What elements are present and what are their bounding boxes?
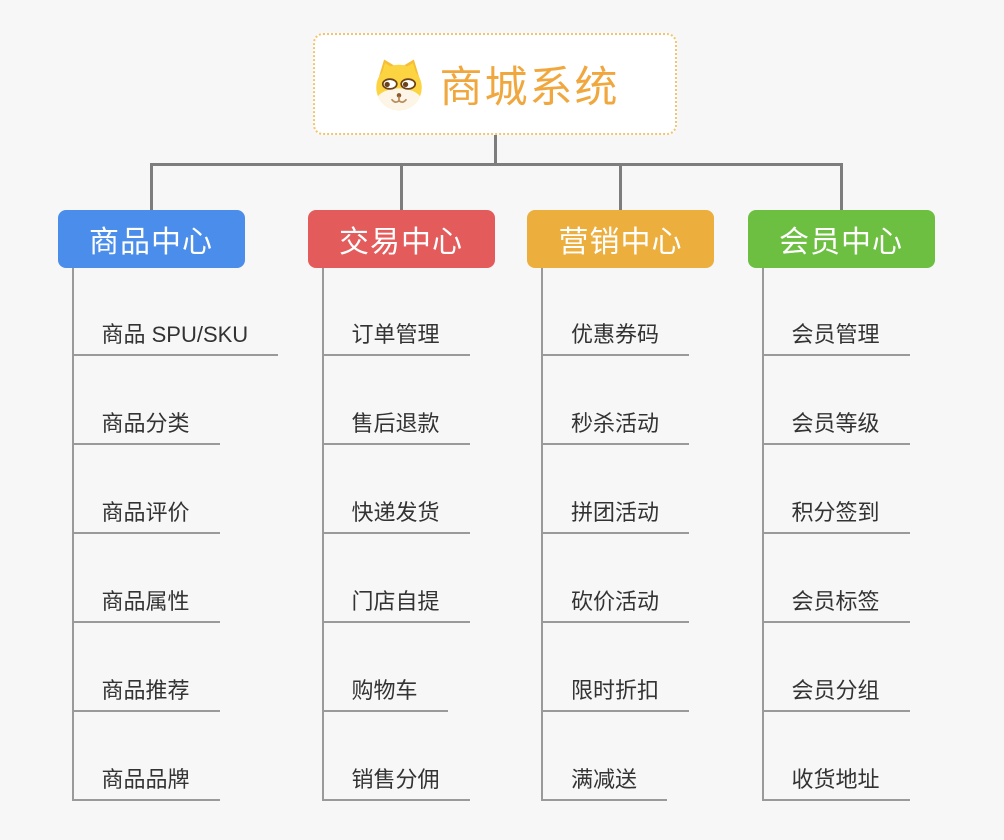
leaf-node[interactable]: 会员等级 [761, 405, 910, 445]
leaf-node[interactable]: 积分签到 [761, 494, 910, 534]
branch-node-0[interactable]: 商品中心 [57, 210, 245, 268]
leaf-node[interactable]: 销售分佣 [321, 761, 470, 801]
children-spine-line [321, 268, 324, 801]
branch-connector-line [619, 163, 622, 210]
leaf-node[interactable]: 会员标签 [761, 583, 910, 623]
leaf-node[interactable]: 商品品牌 [71, 761, 220, 801]
branch-connector-line [839, 163, 843, 210]
leaf-node[interactable]: 满减送 [541, 761, 668, 801]
leaf-node[interactable]: 订单管理 [321, 316, 470, 356]
leaf-node[interactable]: 快递发货 [321, 494, 470, 534]
branch-node-label: 交易中心 [339, 226, 463, 259]
branch-connector-line [149, 163, 153, 210]
children-spine-line [761, 268, 764, 801]
leaf-node[interactable]: 秒杀活动 [541, 405, 690, 445]
leaf-node[interactable]: 限时折扣 [541, 672, 690, 712]
branch-node-1[interactable]: 交易中心 [307, 210, 495, 268]
leaf-node[interactable]: 售后退款 [321, 405, 470, 445]
children-spine-line [541, 268, 543, 801]
branch-node-label: 营销中心 [558, 226, 683, 259]
root-title: 商城系统 [439, 64, 620, 112]
leaf-node[interactable]: 会员分组 [761, 672, 910, 712]
branch-node-2[interactable]: 营销中心 [527, 210, 714, 268]
leaf-node[interactable]: 商品属性 [71, 583, 220, 623]
root-connector-line [493, 135, 497, 163]
leaf-node[interactable]: 商品推荐 [71, 672, 220, 712]
leaf-node[interactable]: 商品分类 [71, 405, 220, 445]
leaf-node[interactable]: 商品评价 [71, 494, 220, 534]
leaf-node[interactable]: 门店自提 [321, 583, 470, 623]
dog-face-icon [371, 56, 427, 112]
branch-node-label: 会员中心 [779, 226, 903, 259]
leaf-node[interactable]: 收货地址 [761, 761, 910, 801]
branch-node-label: 商品中心 [89, 226, 213, 259]
branch-bus-line [149, 163, 843, 166]
root-node[interactable]: 商城系统 [313, 33, 677, 135]
branch-connector-line [399, 163, 403, 210]
children-spine-line [71, 268, 74, 801]
leaf-node[interactable]: 购物车 [321, 672, 448, 712]
leaf-node[interactable]: 商品 SPU/SKU [71, 316, 279, 356]
leaf-node[interactable]: 拼团活动 [541, 494, 690, 534]
leaf-node[interactable]: 砍价活动 [541, 583, 690, 623]
branch-node-3[interactable]: 会员中心 [747, 210, 935, 268]
leaf-node[interactable]: 会员管理 [761, 316, 910, 356]
leaf-node[interactable]: 优惠券码 [541, 316, 690, 356]
